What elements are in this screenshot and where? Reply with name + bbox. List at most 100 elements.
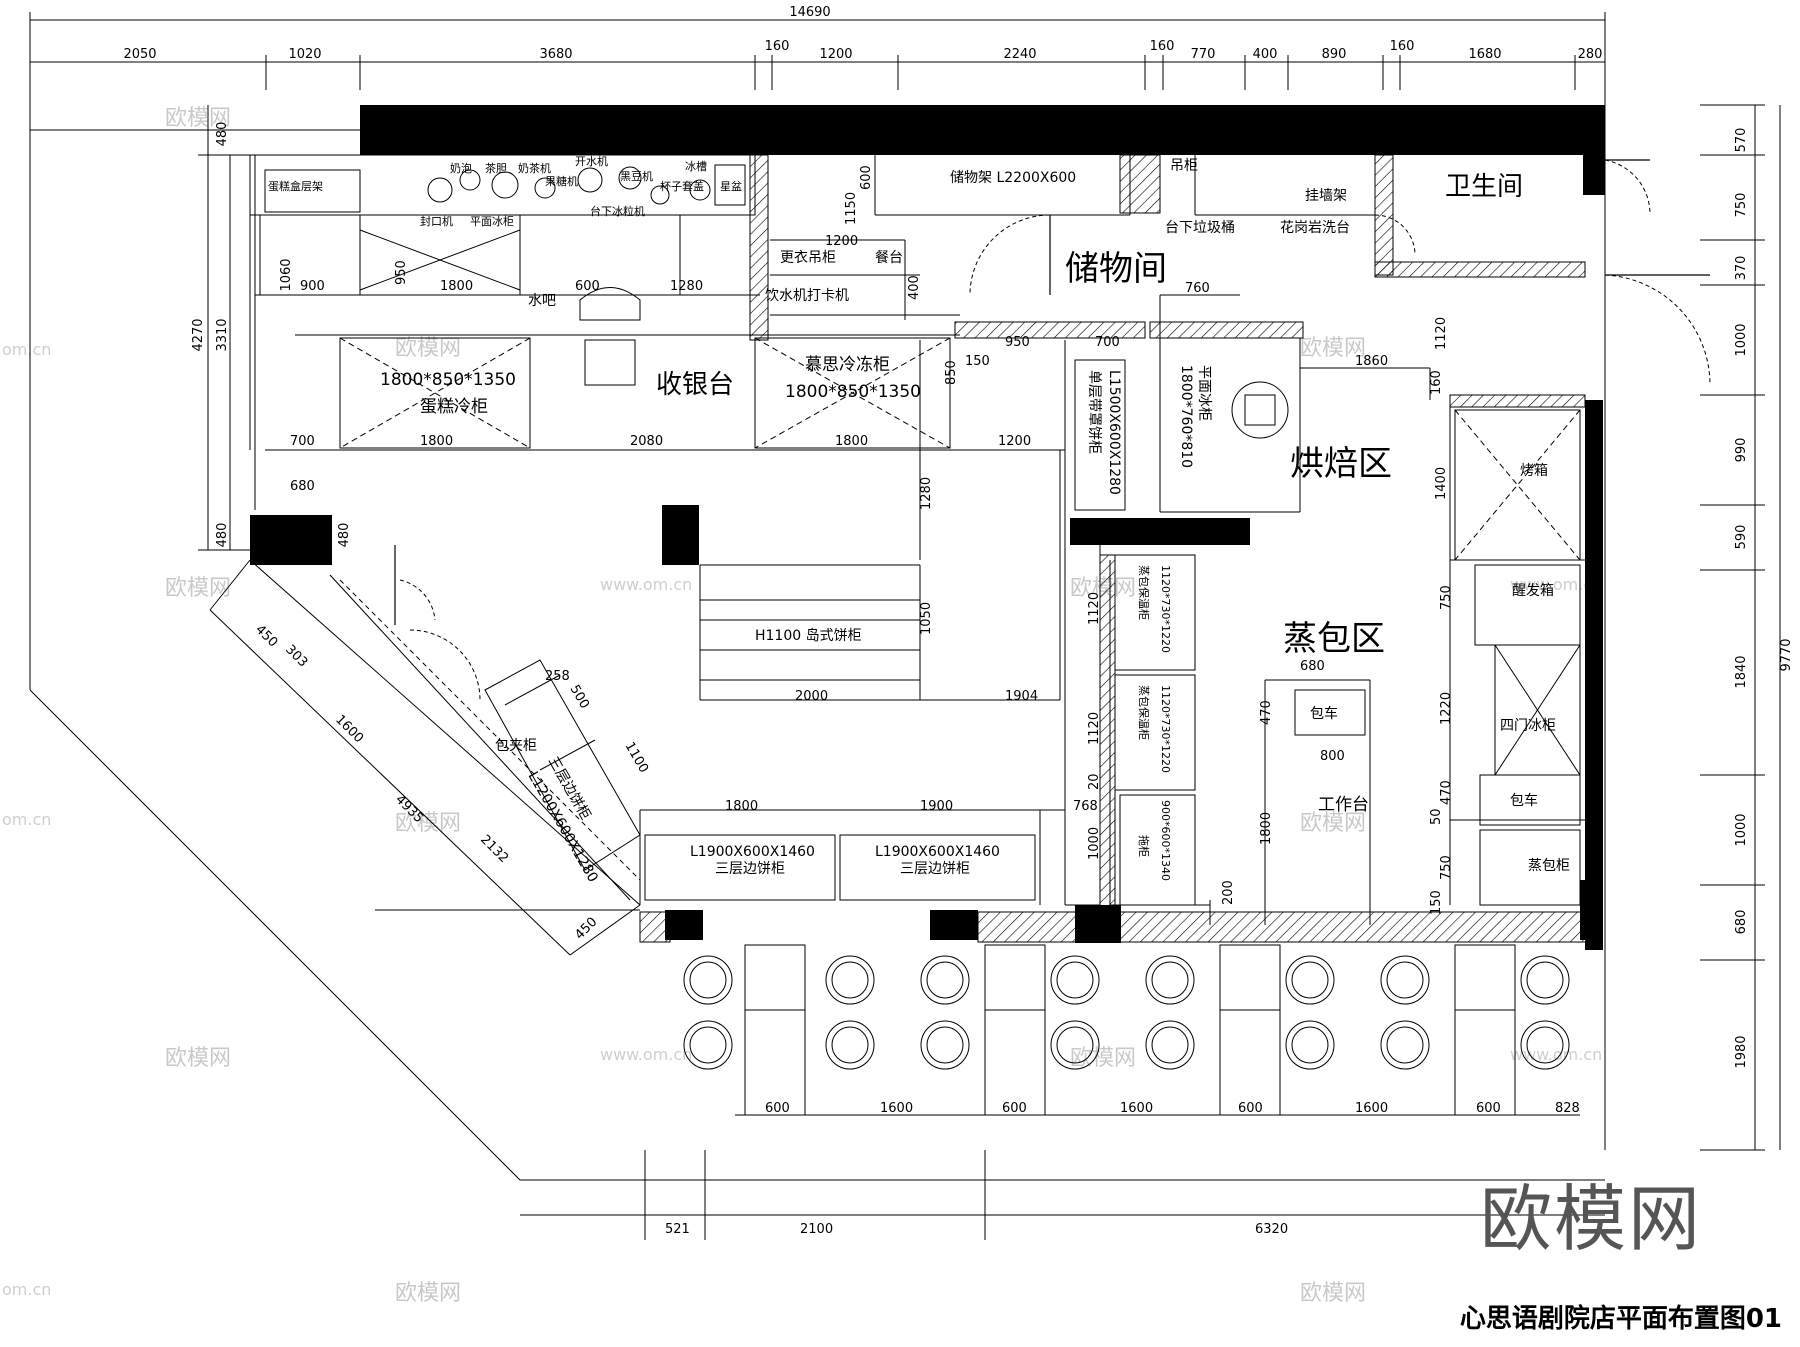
dim-label: 160 <box>1429 370 1444 395</box>
boil-water-label: 开水机 <box>575 154 608 168</box>
dim-label: 2100 <box>800 1222 833 1237</box>
dim-label: 20 <box>1087 773 1102 790</box>
dim-label: 1600 <box>1120 1101 1153 1116</box>
dim-label: 160 <box>1390 39 1415 54</box>
steam-warm2-label: 蒸包保温柜 <box>1137 685 1151 740</box>
right-dimensions <box>1700 104 1765 1151</box>
chair <box>825 955 875 1005</box>
steam-cab-label: 蒸包柜 <box>1528 858 1570 874</box>
cake-freezer-size: 1800*850*1350 <box>380 370 516 390</box>
dim-label: 50 <box>1429 808 1444 825</box>
watermark: 欧模网 <box>165 576 231 601</box>
dim-label: 890 <box>1322 47 1347 62</box>
granite-basin-label: 花岗岩洗台 <box>1280 220 1350 236</box>
left-dimensions <box>30 105 360 551</box>
chair-seat <box>831 961 869 999</box>
work-table-label: 工作台 <box>1318 795 1369 815</box>
room-steam: 蒸包区 <box>1283 619 1385 659</box>
dim-label: 160 <box>1150 39 1175 54</box>
dim-label: 760 <box>1185 281 1210 296</box>
dim-label: 680 <box>1300 659 1325 674</box>
dim-label: 750 <box>1439 585 1454 610</box>
dim-label: 1000 <box>1087 827 1102 860</box>
steam-size1: 1120*730*1220 <box>1159 565 1172 653</box>
dim-label: 2050 <box>123 47 156 62</box>
dim-label: 1200 <box>819 47 852 62</box>
single-rack <box>1074 359 1126 511</box>
dim-label: 2132 <box>477 832 511 866</box>
dim-label: 480 <box>337 523 352 548</box>
dining-label: 餐台 <box>875 250 903 266</box>
chair <box>1520 955 1570 1005</box>
single-rack-label: 单层带罩饼柜 <box>1086 370 1102 454</box>
top-dimensions <box>29 12 1606 90</box>
proofer-label: 醒发箱 <box>1512 583 1554 599</box>
dim-label: 1680 <box>1468 47 1501 62</box>
dim-label: 2000 <box>795 689 828 704</box>
dim-label: 480 <box>215 523 230 548</box>
locker-label: 更衣吊柜 <box>780 250 836 266</box>
dim-label: 768 <box>1073 799 1098 814</box>
room-cashier: 收银台 <box>656 370 734 400</box>
dim-label: 600 <box>1002 1101 1027 1116</box>
chair <box>1380 955 1430 1005</box>
chair-seat <box>1151 961 1189 999</box>
bun-cart-label: 包车 <box>1310 705 1338 722</box>
seating-area <box>683 944 1570 1116</box>
brand-logo: 欧模网 <box>1480 1177 1703 1261</box>
door-leaves <box>394 159 1710 625</box>
dim-label: 1200 <box>825 234 858 249</box>
chair-seat <box>1291 961 1329 999</box>
watermark: 欧模网 <box>395 811 461 836</box>
ice-bin-label: 冰槽 <box>685 160 707 173</box>
dim-label: 570 <box>1734 128 1749 153</box>
watermark-url: om.cn <box>2 340 51 359</box>
bar-equipment <box>264 164 746 291</box>
dim-label: 1020 <box>288 47 321 62</box>
oven-label: 烤箱 <box>1520 463 1548 479</box>
dim-label: 1980 <box>1734 1035 1749 1068</box>
dim-label: 750 <box>1734 193 1749 218</box>
four-door-label: 四门冰柜 <box>1500 718 1556 734</box>
mousse-freezer-size: 1800*850*1350 <box>785 382 921 402</box>
dim-label: 1050 <box>919 602 934 635</box>
chair <box>1285 955 1335 1005</box>
chair-seat <box>1526 1026 1564 1064</box>
mousse-freezer <box>754 337 951 449</box>
dim-label: 1904 <box>1005 689 1038 704</box>
cafe-table <box>984 944 1046 1116</box>
chair-seat <box>1056 1026 1094 1064</box>
sealer-label: 封口机 <box>420 214 453 228</box>
chair <box>1380 1020 1430 1070</box>
chair-seat <box>831 1026 869 1064</box>
dim-label: 500 <box>567 683 592 712</box>
dim-label: 400 <box>907 275 922 300</box>
bun-cart-label-right: 包车 <box>1510 792 1538 809</box>
water-card-label: 饮水机打卡机 <box>765 287 849 304</box>
sink-label: 星盆 <box>720 179 742 193</box>
storage-rack-label: 储物架 L2200X600 <box>950 170 1076 186</box>
site-boundary <box>29 62 1606 1181</box>
chair <box>1050 955 1100 1005</box>
dim-label: 521 <box>665 1222 690 1237</box>
watermark-url: om.cn <box>2 1280 51 1299</box>
chair <box>1145 955 1195 1005</box>
dim-label: 600 <box>765 1101 790 1116</box>
dim-label: 590 <box>1734 525 1749 550</box>
fructose-label: 果糖机 <box>545 174 578 188</box>
inner-dims: 900 1800 600 1280 950 1150 1200 400 600 … <box>290 165 1454 915</box>
dim-label: 1220 <box>1439 692 1454 725</box>
flat-freezer2-size: 1800*760*810 <box>1178 365 1194 468</box>
dim-label: 1120 <box>1434 317 1449 350</box>
dim-label: 900 <box>300 279 325 294</box>
baking-chair <box>1231 381 1289 439</box>
dim-label: 3310 <box>215 318 230 351</box>
dim-label: 770 <box>1191 47 1216 62</box>
drawing-title: 心思语剧院店平面布置图01 <box>1459 1304 1782 1334</box>
flat-freezer-label: 平面冰柜 <box>470 215 514 228</box>
chair-seat <box>1291 1026 1329 1064</box>
cafe-table <box>1219 944 1281 1116</box>
single-rack-size: L1500X600X1280 <box>1106 370 1122 495</box>
chair-seat <box>1151 1026 1189 1064</box>
cake-freezer <box>339 337 531 449</box>
